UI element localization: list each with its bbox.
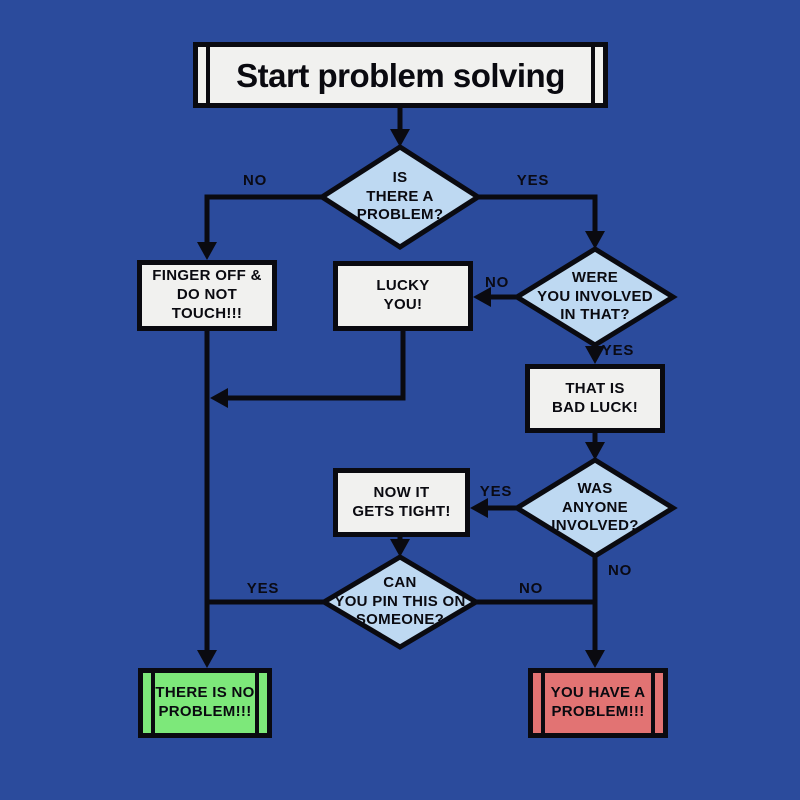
terminal-there-is-no-problem: THERE IS NO PROBLEM!!! [138,668,272,738]
arrowhead-down-icon [197,650,217,668]
process-now-it-gets-tight: NOW IT GETS TIGHT! [333,468,470,537]
edge-label-pin-yes: YES [246,579,280,597]
start-node: Start problem solving [193,42,608,108]
decision-shape-can-you-pin [319,554,481,650]
arrowhead-down-icon [390,129,410,147]
decision-were-you-involved: WERE YOU INVOLVED IN THAT? [517,249,673,345]
arrowhead-left-icon [470,498,488,518]
process-lucky-you-label: LUCKY YOU! [376,277,430,313]
edge-problem-yes [478,194,598,233]
process-that-is-bad-luck-label: THAT IS BAD LUCK! [551,379,639,416]
arrowhead-down-icon [585,650,605,668]
arrowhead-down-icon [585,231,605,249]
start-node-label: Start problem solving [236,56,565,94]
arrowhead-down-icon [585,346,605,364]
edge-label-involved-yes: YES [601,341,635,359]
decision-can-you-pin: CAN YOU PIN THIS ON SOMEONE? [324,557,476,647]
edge-label-anyone-no: NO [607,561,633,579]
decision-shape-is-there-a-problem [317,144,483,250]
decision-shape-was-anyone-involved [512,457,678,559]
edge-lucky-down [228,331,406,401]
decision-shape-were-you-involved [512,246,678,348]
decision-was-anyone-involved-label: WAS ANYONE INVOLVED? [551,479,639,535]
terminal-you-have-a-problem: YOU HAVE A PROBLEM!!! [528,668,668,738]
terminal-there-is-no-problem-label: THERE IS NO PROBLEM!!! [155,684,255,720]
decision-was-anyone-involved: WAS ANYONE INVOLVED? [517,460,673,556]
arrowhead-down-icon [585,442,605,460]
edge-label-problem-no: NO [242,171,268,189]
edge-problem-no [204,194,322,245]
decision-is-there-a-problem-label: IS THERE A PROBLEM? [356,168,444,224]
process-now-it-gets-tight-label: NOW IT GETS TIGHT! [352,483,451,520]
process-finger-off-label: FINGER OFF & DO NOT TOUCH!!! [152,267,262,322]
arrowhead-down-icon [390,539,410,557]
process-finger-off: FINGER OFF & DO NOT TOUCH!!! [137,260,277,331]
edge-label-anyone-yes: YES [479,482,513,500]
terminal-you-have-a-problem-label: YOU HAVE A PROBLEM!!! [550,684,646,720]
edge-label-pin-no: NO [518,579,544,597]
process-lucky-you: LUCKY YOU! [333,261,473,331]
edge-label-problem-yes: YES [516,171,550,189]
decision-can-you-pin-label: CAN YOU PIN THIS ON SOMEONE? [334,573,466,629]
decision-were-you-involved-label: WERE YOU INVOLVED IN THAT? [537,268,653,324]
process-that-is-bad-luck: THAT IS BAD LUCK! [525,364,665,433]
decision-is-there-a-problem: IS THERE A PROBLEM? [322,147,478,247]
arrowhead-down-icon [197,242,217,260]
arrowhead-left-icon [473,287,491,307]
edge-label-involved-no: NO [484,273,510,291]
arrowhead-left-icon [210,388,228,408]
